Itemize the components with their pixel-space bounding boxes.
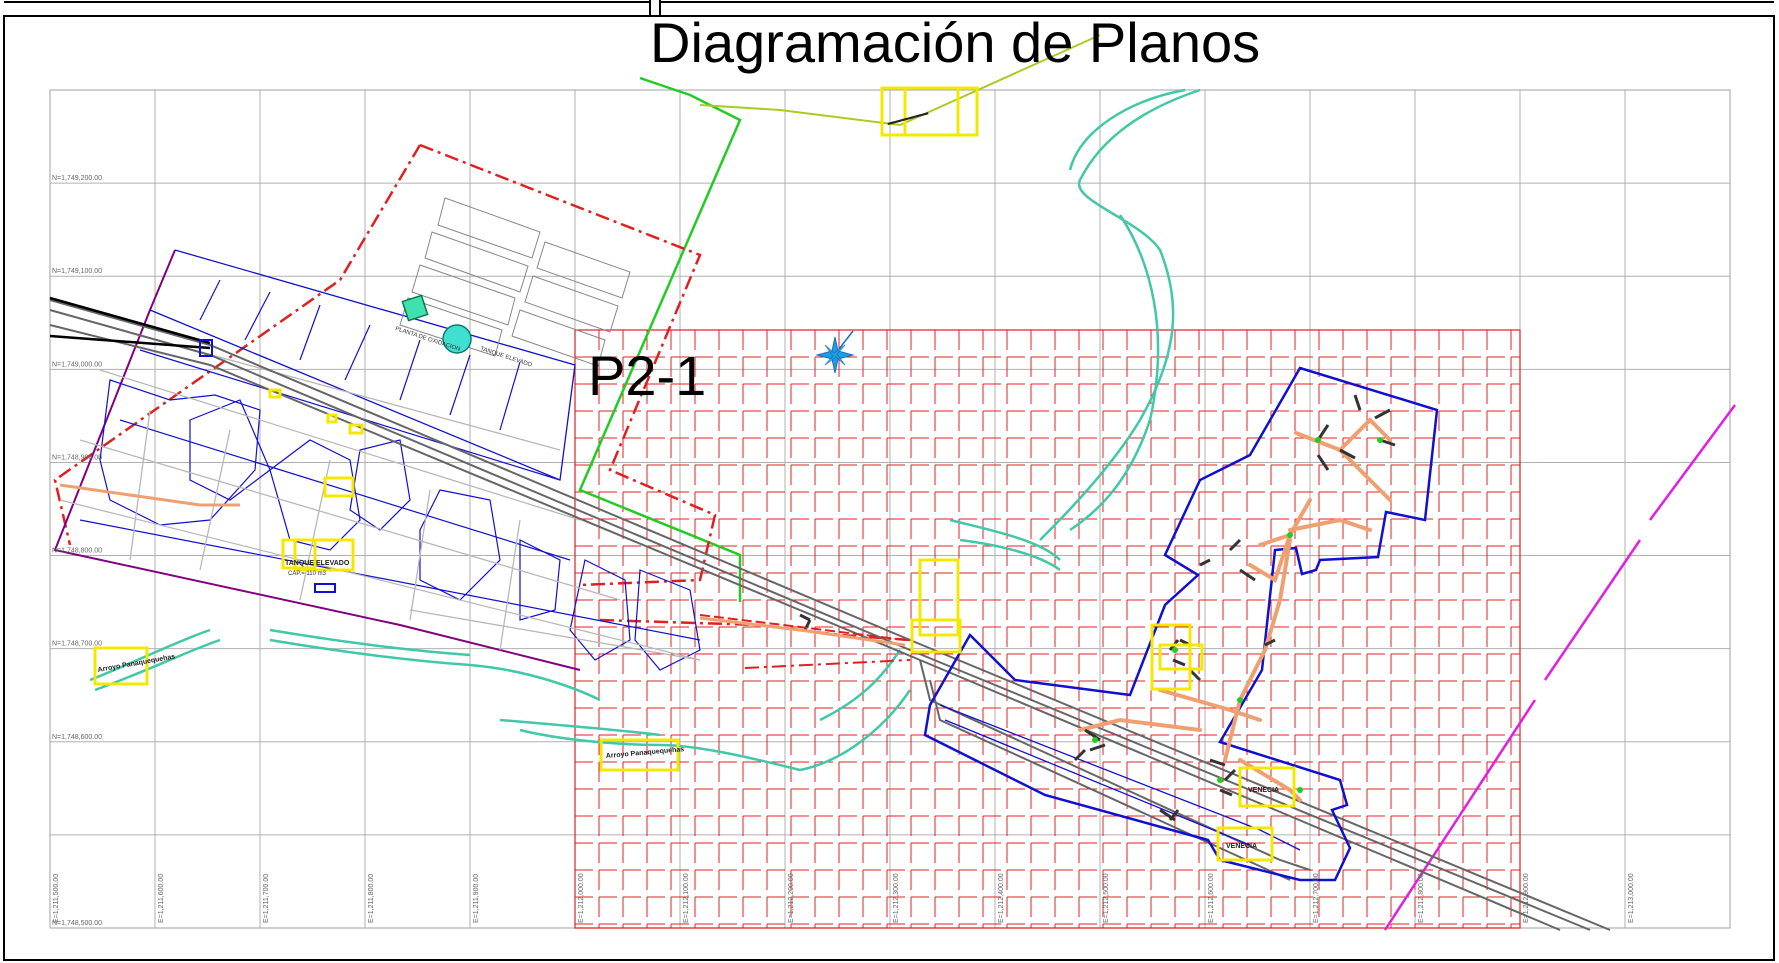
sheet-grid-frame (574, 329, 1521, 929)
easting-label: E=1,211,600.00 (158, 874, 165, 923)
north-parcels (399, 197, 631, 367)
easting-label: E=1,212,500.00 (1103, 873, 1110, 923)
easting-label: E=1,212,200.00 (788, 873, 795, 923)
northing-label: N=1,748,700.00 (52, 641, 102, 648)
easting-label: E=1,212,100.00 (683, 873, 690, 923)
coordinate-grid (49, 89, 1731, 929)
easting-label: E=1,212,600.00 (1208, 873, 1215, 923)
venecia-label-2: VENECIA (1226, 843, 1257, 850)
northing-label: N=1,749,100.00 (52, 268, 102, 275)
sheet-grid (574, 329, 1521, 929)
sheet-frame (3, 15, 1775, 961)
northing-label: N=1,748,600.00 (52, 734, 102, 741)
magenta-line (1383, 404, 1737, 931)
venecia-label-1: VENECIA (1248, 787, 1279, 794)
property-boundary (419, 143, 717, 587)
sheet-label-p2-1: P2-1 (588, 344, 706, 407)
arroyo-label-south: Arroyo Panaquequehas (606, 746, 685, 760)
northing-label: N=1,749,200.00 (52, 175, 102, 182)
tank-capacity-label: CAP.= 110 m3 (288, 571, 327, 577)
page-title: Diagramación de Planos (650, 11, 1260, 74)
northing-label: N=1,748,900.00 (52, 454, 102, 461)
northing-label: N=1,748,500.00 (52, 920, 102, 927)
tank-elevado-label: TANQUE ELEVADO (285, 560, 350, 567)
easting-label: E=1,211,500.00 (53, 874, 60, 923)
easting-label: E=1,213,000.00 (1628, 873, 1635, 923)
annotation-labels: ▬▬▬▬▬▬ TANQUE ELEVADO CAP.= 110 m3 Arroy… (97, 109, 1279, 850)
northing-label: N=1,748,800.00 (52, 548, 102, 555)
northing-label: N=1,749,000.00 (52, 361, 102, 368)
stream-lines (89, 88, 1201, 772)
svg-text:▬▬▬▬▬▬: ▬▬▬▬▬▬ (887, 109, 929, 127)
treatment-plant-icon (401, 294, 429, 322)
west-development (53, 249, 701, 671)
easting-label: E=1,211,800.00 (368, 874, 375, 923)
easting-label: E=1,212,400.00 (998, 873, 1005, 923)
easting-label: E=1,212,300.00 (893, 873, 900, 923)
easting-label: E=1,211,700.00 (263, 874, 270, 923)
easting-label: E=1,212,700.00 (1313, 873, 1320, 923)
easting-label: E=1,212,000.00 (578, 873, 585, 923)
east-development (799, 366, 1439, 882)
easting-label: E=1,211,900.00 (473, 874, 480, 923)
green-boundary (578, 76, 742, 602)
annotation-boxes (93, 86, 1296, 862)
north-arrow-icon (815, 330, 855, 374)
easting-label: E=1,212,800.00 (1418, 873, 1425, 923)
elevated-tank-icon (442, 324, 472, 354)
main-road (49, 296, 1611, 931)
easting-label: E=1,212,900.00 (1523, 873, 1530, 923)
tank-label: TANQUE ELEVADO (479, 346, 533, 369)
coordinate-labels: N=1,749,200.00N=1,749,100.00N=1,749,000.… (52, 175, 1635, 927)
